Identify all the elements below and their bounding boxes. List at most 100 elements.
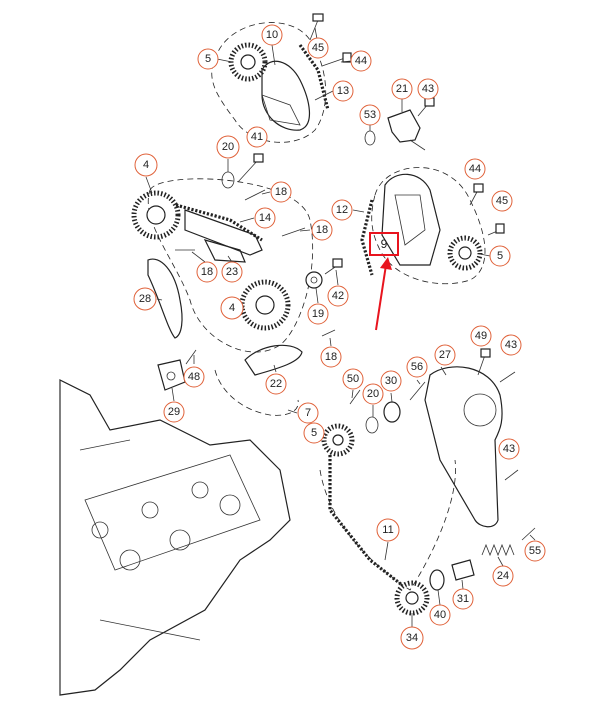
callout-label: 18 [275,186,287,198]
lower-chain-drive [319,423,536,616]
callout-label: 44 [469,163,481,175]
callout-40[interactable]: 40 [429,604,451,626]
callout-18-mid[interactable]: 18 [320,346,342,368]
lead-27 [440,366,447,376]
callout-label: 23 [226,266,238,278]
callout-44-right[interactable]: 44 [464,158,486,180]
callout-5-right[interactable]: 5 [489,245,511,267]
callout-label: 27 [439,349,451,361]
callout-7[interactable]: 7 [297,402,319,424]
lead-5a [216,58,233,63]
callout-49[interactable]: 49 [470,325,492,347]
lead-29 [171,387,175,402]
callout-11[interactable]: 11 [376,518,400,542]
callout-18-left[interactable]: 18 [196,261,218,283]
callout-4-lower[interactable]: 4 [220,296,244,320]
callout-label: 11 [382,524,393,536]
callout-label: 48 [188,371,200,383]
callout-29[interactable]: 29 [163,401,185,423]
callout-42[interactable]: 42 [327,285,349,307]
callout-label: 4 [229,302,235,314]
callout-55[interactable]: 55 [524,540,546,562]
sprocket-34-hub [405,591,419,605]
top-tensioner-rail [261,60,310,131]
highlight-part-9[interactable]: 9 [369,232,399,331]
callout-48[interactable]: 48 [183,366,205,388]
bolt-56 [409,381,426,401]
callout-label: 53 [364,109,376,121]
callout-18-upper[interactable]: 18 [270,181,292,203]
callout-43-mid[interactable]: 43 [500,334,522,356]
callout-28[interactable]: 28 [133,287,157,311]
top-bolt-45-head [312,13,324,22]
callout-44-top[interactable]: 44 [350,50,372,72]
callout-41[interactable]: 41 [246,126,268,148]
top-tensioner-body [261,94,301,126]
bolt-49-head [480,348,491,358]
callout-43-top[interactable]: 43 [417,78,439,100]
callout-27[interactable]: 27 [434,344,456,366]
callout-30[interactable]: 30 [380,370,402,392]
callout-53[interactable]: 53 [359,104,381,126]
callout-20-lower[interactable]: 20 [362,383,384,405]
callout-45-right[interactable]: 45 [491,190,513,212]
callout-label: 34 [406,632,418,644]
port-4 [91,521,109,539]
callout-label: 31 [457,593,469,605]
callout-23[interactable]: 23 [221,261,243,283]
bolt-41-head [253,153,264,163]
bolt-41 [237,159,259,183]
callout-21[interactable]: 21 [391,78,413,100]
callout-13[interactable]: 13 [332,80,354,102]
callout-56[interactable]: 56 [406,356,428,378]
sprocket-4-upper-hub [146,205,166,225]
port-5 [141,501,159,519]
lead-30 [390,392,393,403]
callout-12[interactable]: 12 [331,199,353,221]
lead-11 [384,541,389,561]
callout-50[interactable]: 50 [342,368,364,390]
lead-45a [314,27,318,40]
guide-rail-28 [147,258,183,339]
pin-31 [451,559,475,581]
callout-5-lower[interactable]: 5 [303,422,325,444]
lead-5b [479,253,491,257]
callout-4-upper[interactable]: 4 [134,153,158,177]
callout-5-top[interactable]: 5 [197,48,219,70]
lead-14 [239,217,255,223]
guide-rail-23 [203,239,246,263]
highlight-label: 9 [381,237,388,251]
callout-43-lower[interactable]: 43 [498,438,520,460]
callout-20-upper[interactable]: 20 [216,135,240,159]
bolt-49 [477,354,486,376]
callout-45-top[interactable]: 45 [307,37,329,59]
callout-label: 10 [266,29,278,41]
lead-24 [497,556,504,567]
washer-20-lower [365,416,379,434]
callout-19[interactable]: 19 [307,303,329,325]
top-bolt-45 [309,19,319,41]
callout-10[interactable]: 10 [261,24,283,46]
callout-label: 43 [422,83,434,95]
lead-19 [315,287,319,304]
callout-24[interactable]: 24 [492,565,514,587]
callout-22[interactable]: 22 [265,373,287,395]
callout-14[interactable]: 14 [254,207,276,229]
sprocket-5-lower [321,423,355,457]
callout-label: 28 [139,293,151,305]
callout-label: 42 [332,290,344,302]
callout-label: 12 [336,204,348,216]
chain-7-loop [214,369,299,416]
washer-19 [305,271,323,289]
callout-34[interactable]: 34 [400,626,424,650]
callout-18-right[interactable]: 18 [311,219,333,241]
lead-4a [145,176,153,194]
lead-50 [351,389,354,399]
port-1 [119,549,141,571]
callout-31[interactable]: 31 [452,588,474,610]
lead-18d [329,337,332,347]
callout-label: 43 [503,443,515,455]
callout-label: 29 [168,406,180,418]
lead-10 [271,44,276,66]
